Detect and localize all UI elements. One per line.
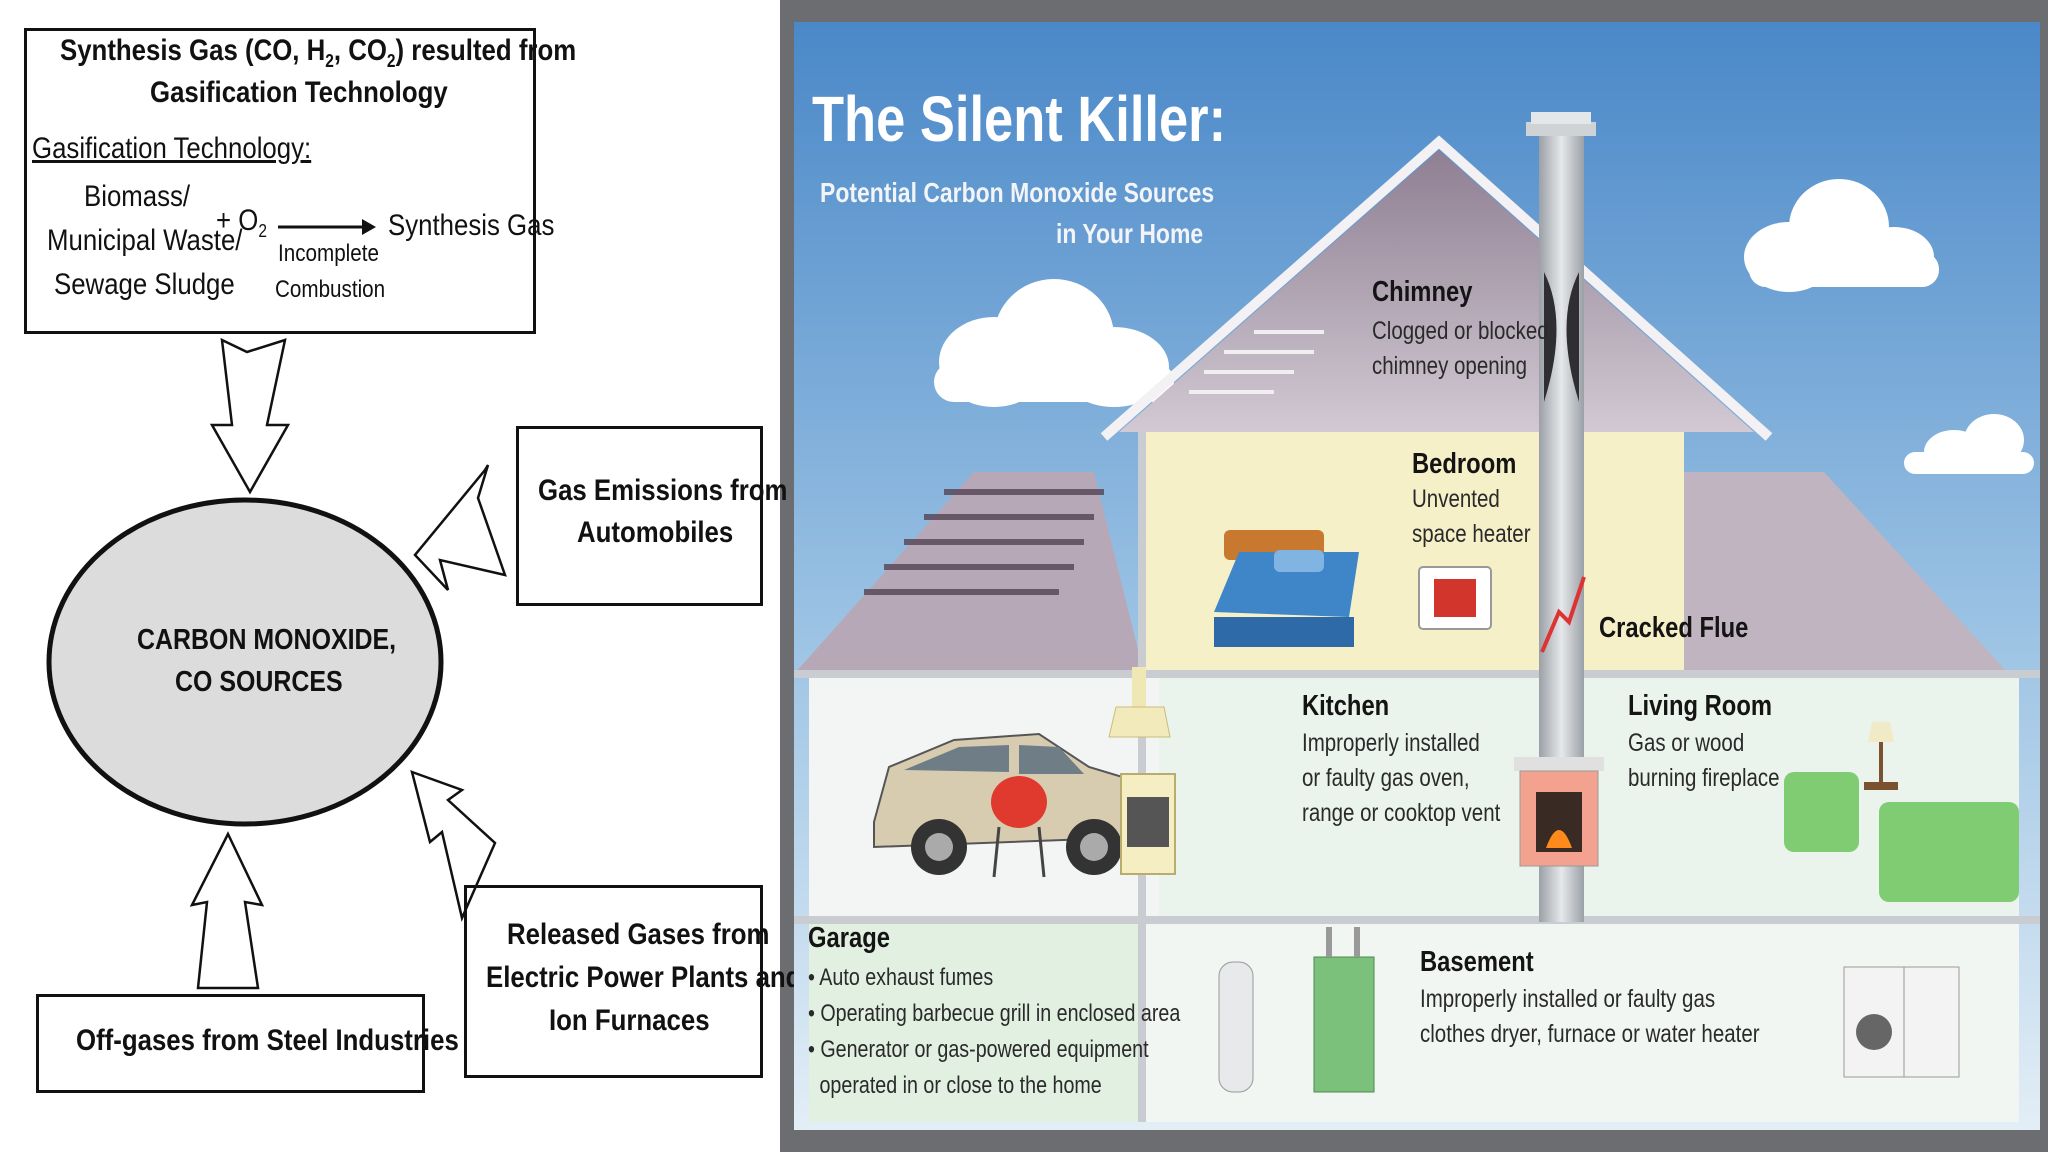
power-plants-line3: Ion Furnaces	[549, 1004, 710, 1037]
automobiles-line2: Automobiles	[577, 516, 734, 549]
kitchen-label: Kitchen	[1302, 690, 1390, 722]
center-label-line2: CO SOURCES	[175, 666, 343, 698]
arrow-from-synthesis	[209, 337, 291, 495]
water-heater-icon	[1218, 961, 1254, 1093]
basement-label: Basement	[1420, 946, 1534, 978]
synthesis-title-line1: Synthesis Gas (CO, H2, CO2) resulted fro…	[60, 34, 577, 71]
chimney-label: Chimney	[1372, 276, 1473, 308]
furnace-icon	[1313, 927, 1375, 1093]
cracked-flue-label: Cracked Flue	[1599, 612, 1749, 644]
infographic-subtitle-line2: in Your Home	[1056, 218, 1204, 249]
bed-icon	[1214, 530, 1359, 647]
crack-icon	[1540, 576, 1586, 653]
washer-dryer-icon	[1843, 966, 1960, 1078]
reaction-arrowhead	[362, 219, 376, 235]
bedroom-desc: Unvented space heater	[1412, 485, 1531, 548]
infographic-title: The Silent Killer:	[812, 83, 1227, 155]
living-room-label: Living Room	[1628, 690, 1772, 722]
garage-list: Auto exhaust fumes Operating barbecue gr…	[808, 960, 1180, 1104]
steel-label: Off-gases from Steel Industries	[76, 1024, 459, 1057]
garage-item: Auto exhaust fumes	[808, 960, 1180, 996]
input-sewage-sludge: Sewage Sludge	[54, 268, 235, 301]
steel-box	[36, 994, 425, 1093]
space-heater-icon	[1418, 566, 1492, 630]
infographic-subtitle-line1: Potential Carbon Monoxide Sources	[820, 177, 1215, 208]
shingles-left	[864, 489, 1104, 595]
basement-desc: Improperly installed or faulty gas cloth…	[1420, 985, 1760, 1048]
input-biomass: Biomass/	[84, 180, 191, 213]
range-hood-icon	[1108, 667, 1171, 738]
synthesis-gas-box	[24, 28, 536, 334]
left-roof	[794, 472, 1144, 674]
right-roof	[1584, 472, 2009, 674]
fireplace-icon	[1514, 757, 1604, 867]
diagram-shapes	[46, 219, 507, 990]
output-synthesis-gas: Synthesis Gas	[388, 209, 555, 242]
bedroom-label: Bedroom	[1412, 448, 1517, 480]
shingles-main	[1189, 330, 1324, 394]
center-ellipse	[46, 497, 444, 827]
synthesis-title-line2: Gasification Technology	[150, 76, 448, 109]
automobiles-line1: Gas Emissions from	[538, 474, 788, 507]
chimney-blockage-icon	[1544, 272, 1579, 402]
kitchen-desc: Improperly installed or faulty gas oven,…	[1302, 729, 1501, 827]
garage-item: operated in or close to the home	[819, 1072, 1102, 1099]
plus-o2: + O2	[216, 204, 267, 241]
automobiles-box	[516, 426, 763, 606]
center-label-line1: CARBON MONOXIDE,	[137, 624, 397, 656]
sofa-icon	[1784, 772, 2019, 902]
barbecue-grill-icon	[991, 776, 1047, 878]
garage-item: Operating barbecue grill in enclosed are…	[808, 996, 1180, 1032]
arrow-label-incomplete: Incomplete	[278, 240, 379, 267]
power-plants-line2: Electric Power Plants and	[486, 961, 802, 994]
chimney-desc: Clogged or blocked chimney opening	[1372, 317, 1549, 380]
input-municipal-waste: Municipal Waste/	[47, 224, 243, 257]
living-room-desc: Gas or wood burning fireplace	[1628, 729, 1780, 792]
co-sources-diagram: Synthesis Gas (CO, H2, CO2) resulted fro…	[0, 0, 801, 1152]
stove-icon	[1120, 773, 1176, 875]
arrow-from-automobiles	[413, 464, 507, 591]
silent-killer-infographic: The Silent Killer: Potential Carbon Mono…	[794, 22, 2040, 1130]
power-plants-line1: Released Gases from	[507, 918, 770, 951]
gasification-tech-label: Gasification Technology:	[32, 132, 312, 165]
garage-item: Generator or gas-powered equipment	[808, 1032, 1180, 1068]
arrow-from-power-plants	[410, 770, 497, 922]
cloud-icon	[934, 179, 2034, 474]
garage-label: Garage	[808, 922, 890, 954]
house-illustration	[794, 22, 2040, 1130]
lamp-icon	[1864, 722, 1898, 790]
arrow-label-combustion: Combustion	[275, 276, 386, 303]
power-plants-box	[464, 885, 763, 1078]
main-roof	[1119, 150, 1754, 432]
arrow-from-steel	[189, 831, 265, 990]
